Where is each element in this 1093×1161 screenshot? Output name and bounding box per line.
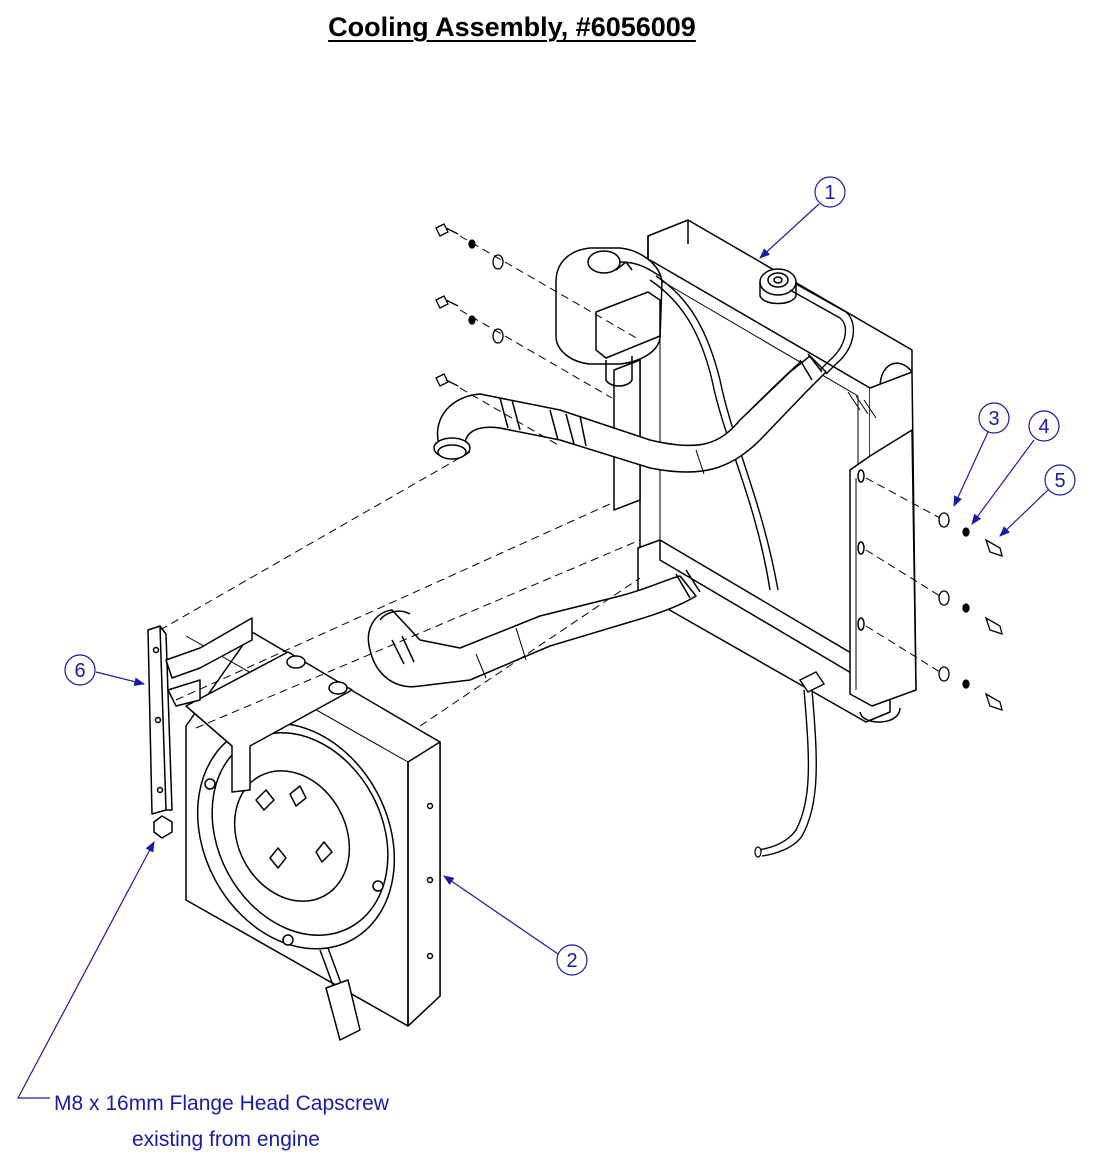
- left-bolt-stack: [435, 223, 504, 387]
- overflow-tube: [649, 279, 771, 591]
- cap-bypass-tube: [789, 289, 847, 371]
- overflow-bottle: [555, 247, 663, 387]
- svg-text:4: 4: [1038, 416, 1049, 438]
- svg-text:5: 5: [1054, 470, 1065, 492]
- callout-2: 2: [443, 875, 588, 976]
- capscrew-note-line1: M8 x 16mm Flange Head Capscrew: [54, 1092, 389, 1115]
- page-title: Cooling Assembly, #6056009: [328, 12, 696, 42]
- lower-hose: [367, 569, 701, 688]
- upper-hose: [433, 353, 827, 475]
- svg-text:3: 3: [988, 408, 999, 430]
- capscrew-leader: [17, 841, 155, 1099]
- assembly-centerlines: [159, 235, 941, 729]
- drain-tube: [757, 689, 810, 851]
- right-bolt-stack: [938, 512, 1003, 711]
- callout-6: 6: [64, 654, 146, 686]
- svg-text:6: 6: [74, 660, 85, 682]
- fan-shroud: [185, 631, 441, 1041]
- svg-text:2: 2: [566, 950, 577, 972]
- svg-text:1: 1: [824, 182, 835, 204]
- callout-5: 5: [999, 464, 1076, 537]
- callout-4: 4: [971, 410, 1060, 525]
- capscrew-note-line2: existing from engine: [132, 1128, 320, 1151]
- callout-1: 1: [759, 176, 846, 259]
- callout-3: 3: [953, 402, 1010, 507]
